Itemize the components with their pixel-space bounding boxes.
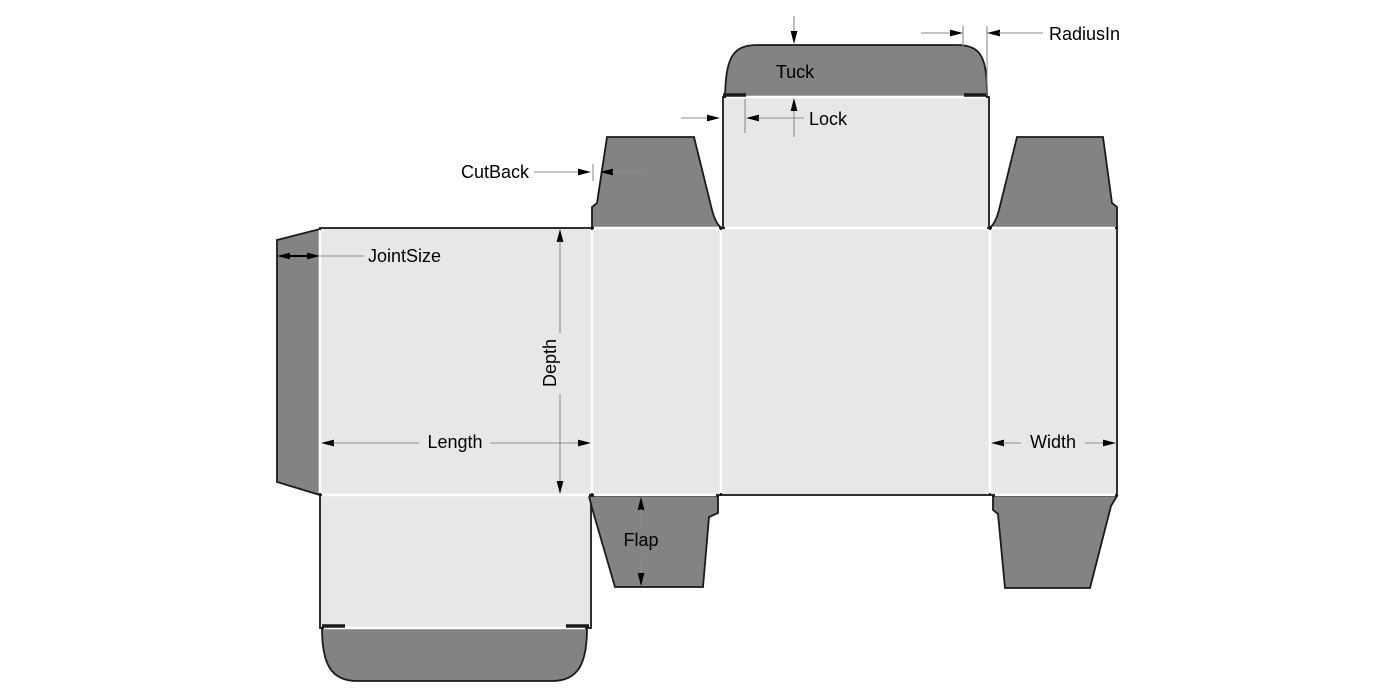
tuck-label: Tuck (776, 62, 815, 82)
tuck-arrowhead-down (790, 31, 798, 44)
bottom-left-dust-flap (587, 495, 719, 588)
depth-arrowhead-down (556, 481, 564, 494)
flap-arrowhead-down (637, 573, 645, 586)
jointsize-label: JointSize (368, 246, 441, 266)
length-arrowhead-left (321, 439, 334, 447)
lock-arrowhead-left (746, 114, 759, 122)
radiusin-arrowhead-left (987, 29, 1000, 37)
lock-arrowhead-up (790, 98, 798, 111)
left-side-panel (591, 227, 722, 496)
right-side-panel (989, 227, 1118, 496)
length-arrowhead-right (578, 439, 591, 447)
dimension-depth: Depth (540, 229, 564, 494)
top-tuck-flap (724, 44, 988, 98)
cutback-arrowhead-left (600, 168, 613, 176)
top-closure-panel (722, 96, 990, 229)
dimension-flap: Flap (623, 497, 659, 586)
cutback-arrowhead-right (578, 168, 591, 176)
front-panel (720, 227, 991, 496)
lock-slits (322, 93, 988, 628)
length-label: Length (427, 432, 482, 452)
top-left-dust-flap (591, 136, 723, 229)
radiusin-arrowhead-right (950, 29, 963, 37)
depth-arrowhead-up (556, 229, 564, 242)
dimension-width: Width (991, 432, 1116, 452)
crease-lines (318, 95, 1115, 630)
glue-joint-flap (276, 227, 321, 497)
flap-arrowhead-up (637, 497, 645, 510)
cutback-label: CutBack (461, 162, 530, 182)
dimension-radiusin: RadiusIn (921, 24, 1120, 96)
bottom-tuck-flap (321, 627, 588, 682)
width-arrowhead-left (991, 439, 1004, 447)
jointsize-arrowhead-left (277, 252, 290, 260)
dimension-cutback: CutBack (461, 162, 641, 182)
top-right-dust-flap (988, 136, 1118, 229)
lock-arrowhead-right (707, 114, 720, 122)
radiusin-label: RadiusIn (1049, 24, 1120, 44)
bottom-closure-panel (319, 494, 592, 629)
dimension-length: Length (321, 432, 591, 452)
dimension-tuck: Tuck (776, 16, 815, 82)
dimension-lock: Lock (681, 98, 848, 137)
depth-label: Depth (540, 339, 560, 387)
flap-label: Flap (623, 530, 658, 550)
width-label: Width (1030, 432, 1076, 452)
bottom-right-dust-flap (992, 495, 1119, 589)
lock-label: Lock (809, 109, 848, 129)
flaps (276, 44, 1119, 682)
back-panel (319, 227, 593, 496)
panels (319, 96, 1118, 629)
dimension-jointsize: JointSize (277, 246, 441, 266)
width-arrowhead-right (1103, 439, 1116, 447)
jointsize-arrowhead-right (307, 252, 320, 260)
